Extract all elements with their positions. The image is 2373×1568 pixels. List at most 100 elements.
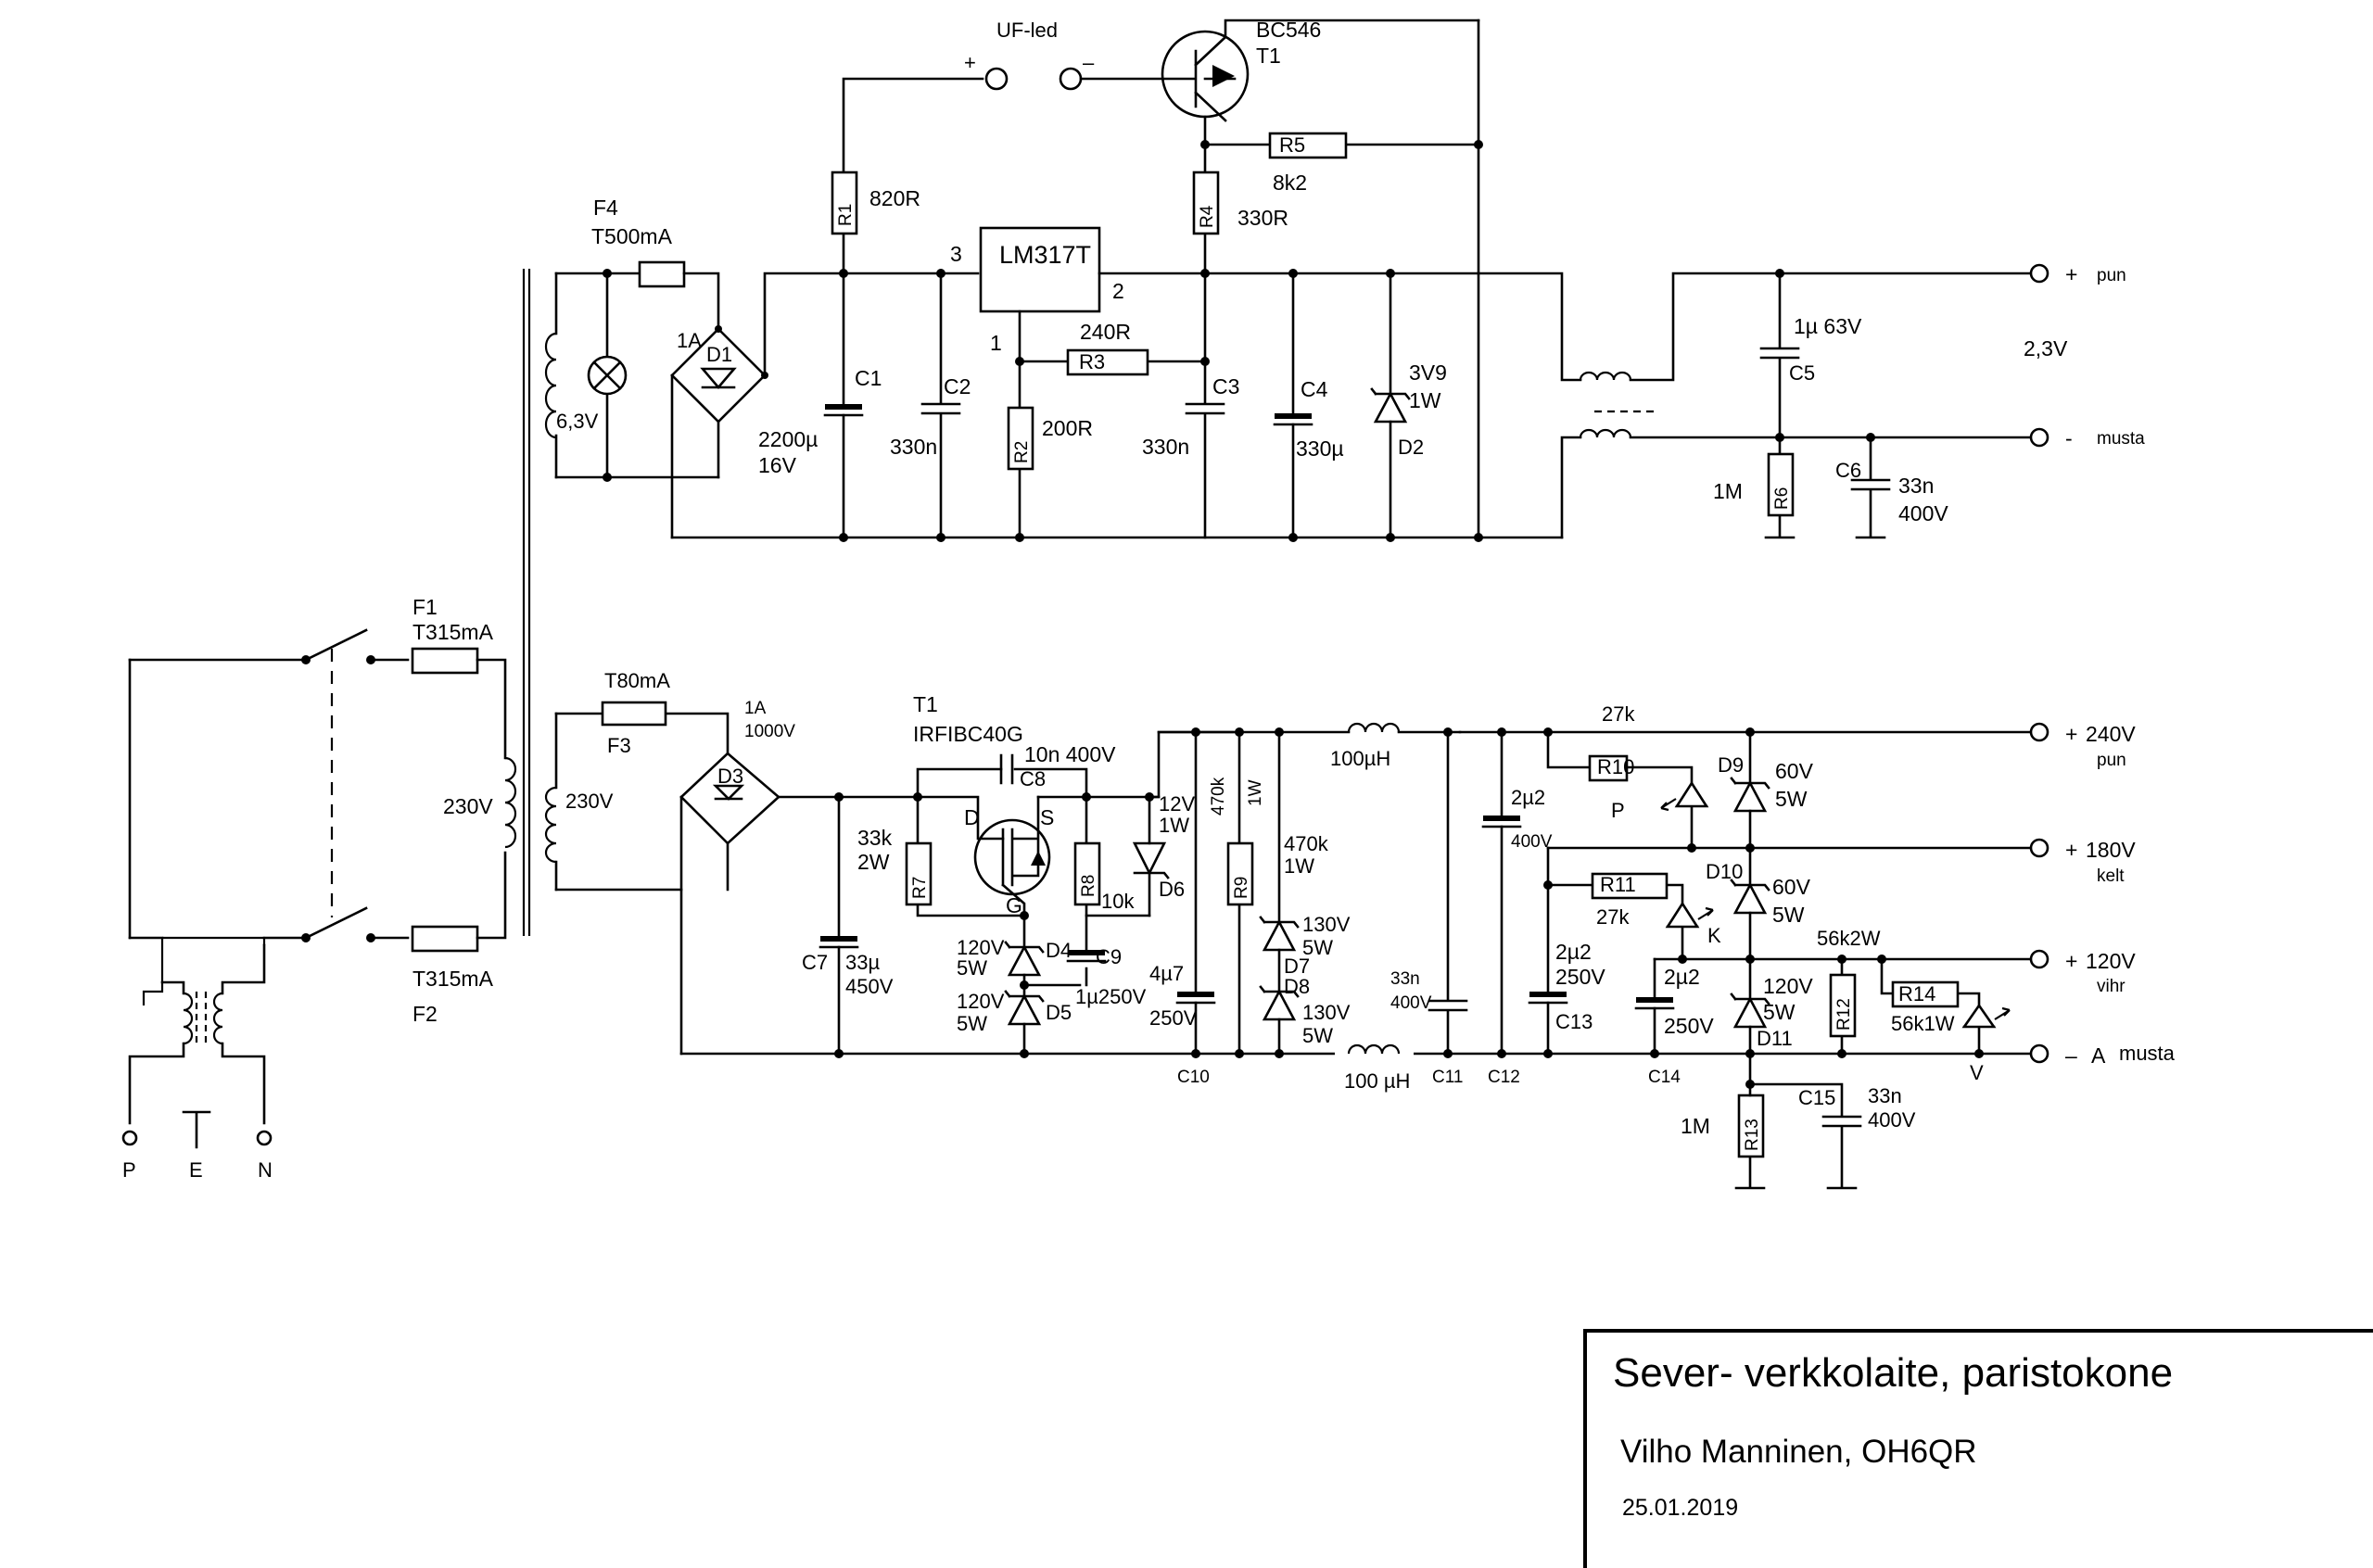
component-label: D2 xyxy=(1398,436,1424,459)
component-label: 5W xyxy=(1302,936,1333,959)
component-label: 1 xyxy=(990,331,1002,355)
component-label: 33n xyxy=(1868,1084,1902,1107)
component-label: C5 xyxy=(1789,361,1815,385)
component-label: 820R xyxy=(869,186,920,210)
component-label: R10 xyxy=(1597,755,1634,778)
output-ground-terminal xyxy=(2029,1043,2049,1064)
component-label: 60V xyxy=(1775,759,1814,783)
component-label: 250V xyxy=(1149,1006,1198,1030)
component-label: 1A xyxy=(744,699,767,718)
transformer: 230V xyxy=(443,269,531,936)
component-label: R6 xyxy=(1772,487,1792,510)
component-label: 1µ250V xyxy=(1075,985,1147,1008)
component-label: 1000V xyxy=(744,722,795,741)
component-label: 1A xyxy=(677,329,702,352)
component-label: 250V xyxy=(1664,1014,1714,1038)
component-label: R8 xyxy=(1079,875,1098,897)
component-label: 120V xyxy=(1763,974,1813,998)
component-label: D10 xyxy=(1706,860,1743,883)
component-label: musta xyxy=(2097,429,2145,449)
component-label: 1W xyxy=(1284,854,1314,878)
component-label: 6,3V xyxy=(556,410,599,433)
component-label: F4 xyxy=(593,196,618,220)
component-label: C7 xyxy=(802,951,828,974)
component-label: 330R xyxy=(1237,206,1288,230)
component-label: 56k1W xyxy=(1891,1012,1955,1035)
component-label: 250V xyxy=(1555,965,1605,989)
component-label: 5W xyxy=(957,956,987,980)
component-label: 230V xyxy=(565,790,614,813)
component-label: 12V xyxy=(1159,792,1195,816)
terminal-n: N xyxy=(258,1158,273,1182)
component-label: 400V xyxy=(1511,832,1553,852)
component-label: BC546 xyxy=(1256,18,1321,42)
component-label: 5W xyxy=(957,1012,987,1035)
component-label: 10k xyxy=(1101,890,1135,913)
component-label: 470k xyxy=(1209,777,1228,816)
component-label: 400V xyxy=(1390,993,1432,1013)
component-label: C12 xyxy=(1488,1068,1520,1087)
component-label: C15 xyxy=(1798,1086,1835,1109)
component-label: 33n xyxy=(1390,969,1420,989)
component-label: C3 xyxy=(1212,374,1239,398)
component-label: 1W xyxy=(1159,814,1189,837)
component-label: 5W xyxy=(1302,1024,1333,1047)
component-label: K xyxy=(1707,924,1721,947)
component-label: D5 xyxy=(1046,1001,1072,1024)
drawing-date: 25.01.2019 xyxy=(1622,1495,1738,1521)
component-label: 2 xyxy=(1112,279,1124,303)
component-label: 10n 400V xyxy=(1024,742,1116,766)
component-label: R9 xyxy=(1232,877,1251,899)
component-label: G xyxy=(1006,893,1022,917)
mains-input: P E N xyxy=(121,658,308,1182)
component-label: T315mA xyxy=(412,620,494,644)
component-label: C8 xyxy=(1020,767,1046,790)
component-label: + xyxy=(2065,262,2077,286)
component-label: R4 xyxy=(1198,205,1217,228)
component-label: 2200µ xyxy=(758,427,818,451)
component-label: 1W xyxy=(1409,388,1441,412)
component-label: C6 xyxy=(1835,459,1861,482)
component-label: F2 xyxy=(412,1002,438,1026)
component-label: D1 xyxy=(706,343,732,366)
mains-switch xyxy=(301,628,410,942)
component-label: C9 xyxy=(1096,945,1122,968)
component-label: + xyxy=(2065,722,2077,746)
drawing-title: Sever- verkkolaite, paristokone xyxy=(1613,1350,2173,1396)
component-label: 240R xyxy=(1080,320,1131,344)
low-voltage-section: 6,3V F4 T500mA 1A D1 R1 820R UF-led + xyxy=(544,18,2145,542)
component-label: 120V xyxy=(2086,949,2136,973)
title-block: Sever- verkkolaite, paristokone Vilho Ma… xyxy=(1583,1329,2373,1568)
component-label: UF-led xyxy=(996,19,1058,42)
component-label: V xyxy=(1970,1061,1984,1084)
component-label: + xyxy=(2065,949,2077,973)
component-label: T315mA xyxy=(412,967,494,991)
fuse-f2: T315mA F2 xyxy=(411,851,507,1026)
component-label: 2µ2 xyxy=(1664,965,1700,989)
component-label: 3V9 xyxy=(1409,360,1447,385)
component-label: 2µ2 xyxy=(1555,940,1592,964)
component-label: musta xyxy=(2119,1042,2176,1065)
component-label: R13 xyxy=(1743,1119,1762,1151)
component-label: 100 µH xyxy=(1344,1069,1410,1093)
drawing-author: Vilho Manninen, OH6QR xyxy=(1620,1434,1977,1470)
component-label: D7 xyxy=(1284,955,1310,978)
component-label: R14 xyxy=(1898,982,1935,1005)
component-label: 1M xyxy=(1713,479,1743,503)
component-label: vihr xyxy=(2097,977,2126,996)
hv-outputs: + 240V pun + 180V kelt + 120V vihr – A m… xyxy=(2029,722,2176,1068)
component-label: IRFIBC40G xyxy=(913,722,1023,746)
component-label: R5 xyxy=(1279,133,1305,157)
component-label: R7 xyxy=(910,877,930,899)
component-label: 200R xyxy=(1042,416,1093,440)
component-label: 27k xyxy=(1596,905,1630,929)
component-label: F3 xyxy=(607,734,631,757)
component-label: C1 xyxy=(855,366,882,390)
component-label: C11 xyxy=(1432,1068,1463,1087)
component-label: D4 xyxy=(1046,939,1072,962)
component-label: kelt xyxy=(2097,866,2125,886)
component-label: – xyxy=(1083,51,1095,74)
component-label: 330n xyxy=(890,435,937,459)
component-label: 450V xyxy=(845,975,894,998)
